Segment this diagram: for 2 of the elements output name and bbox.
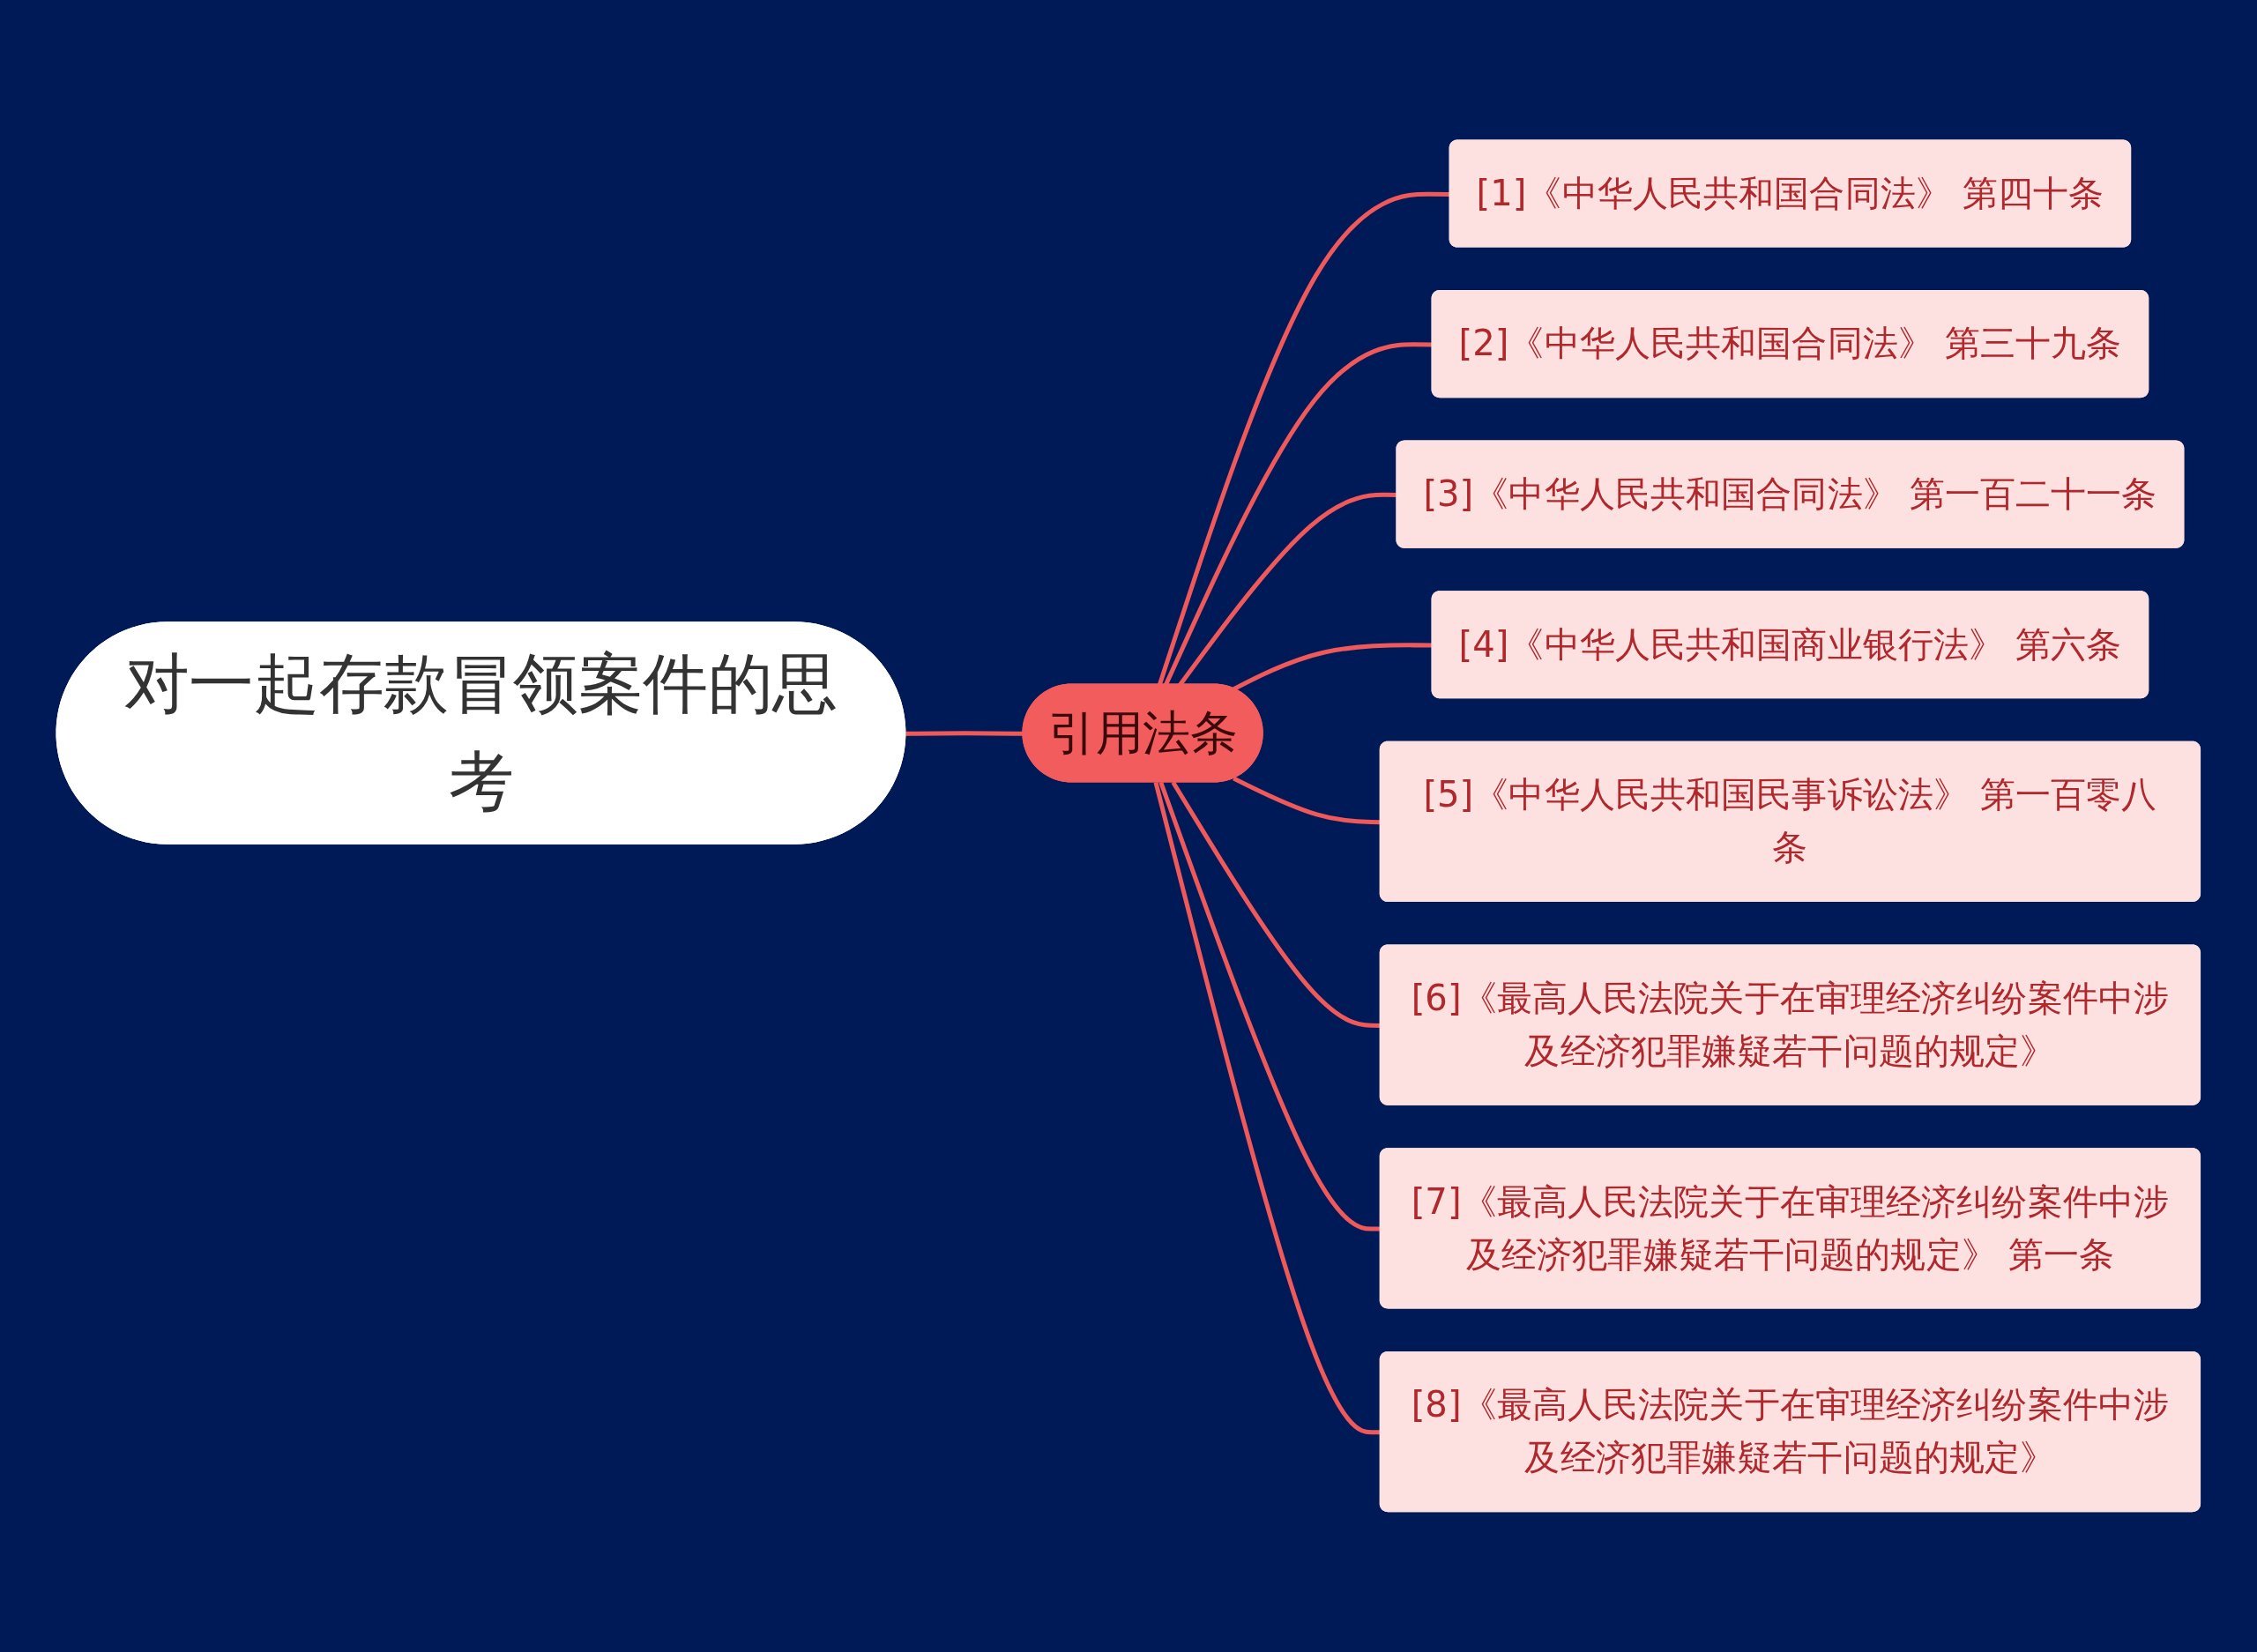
connector (1233, 643, 1434, 692)
connector (1233, 776, 1382, 825)
